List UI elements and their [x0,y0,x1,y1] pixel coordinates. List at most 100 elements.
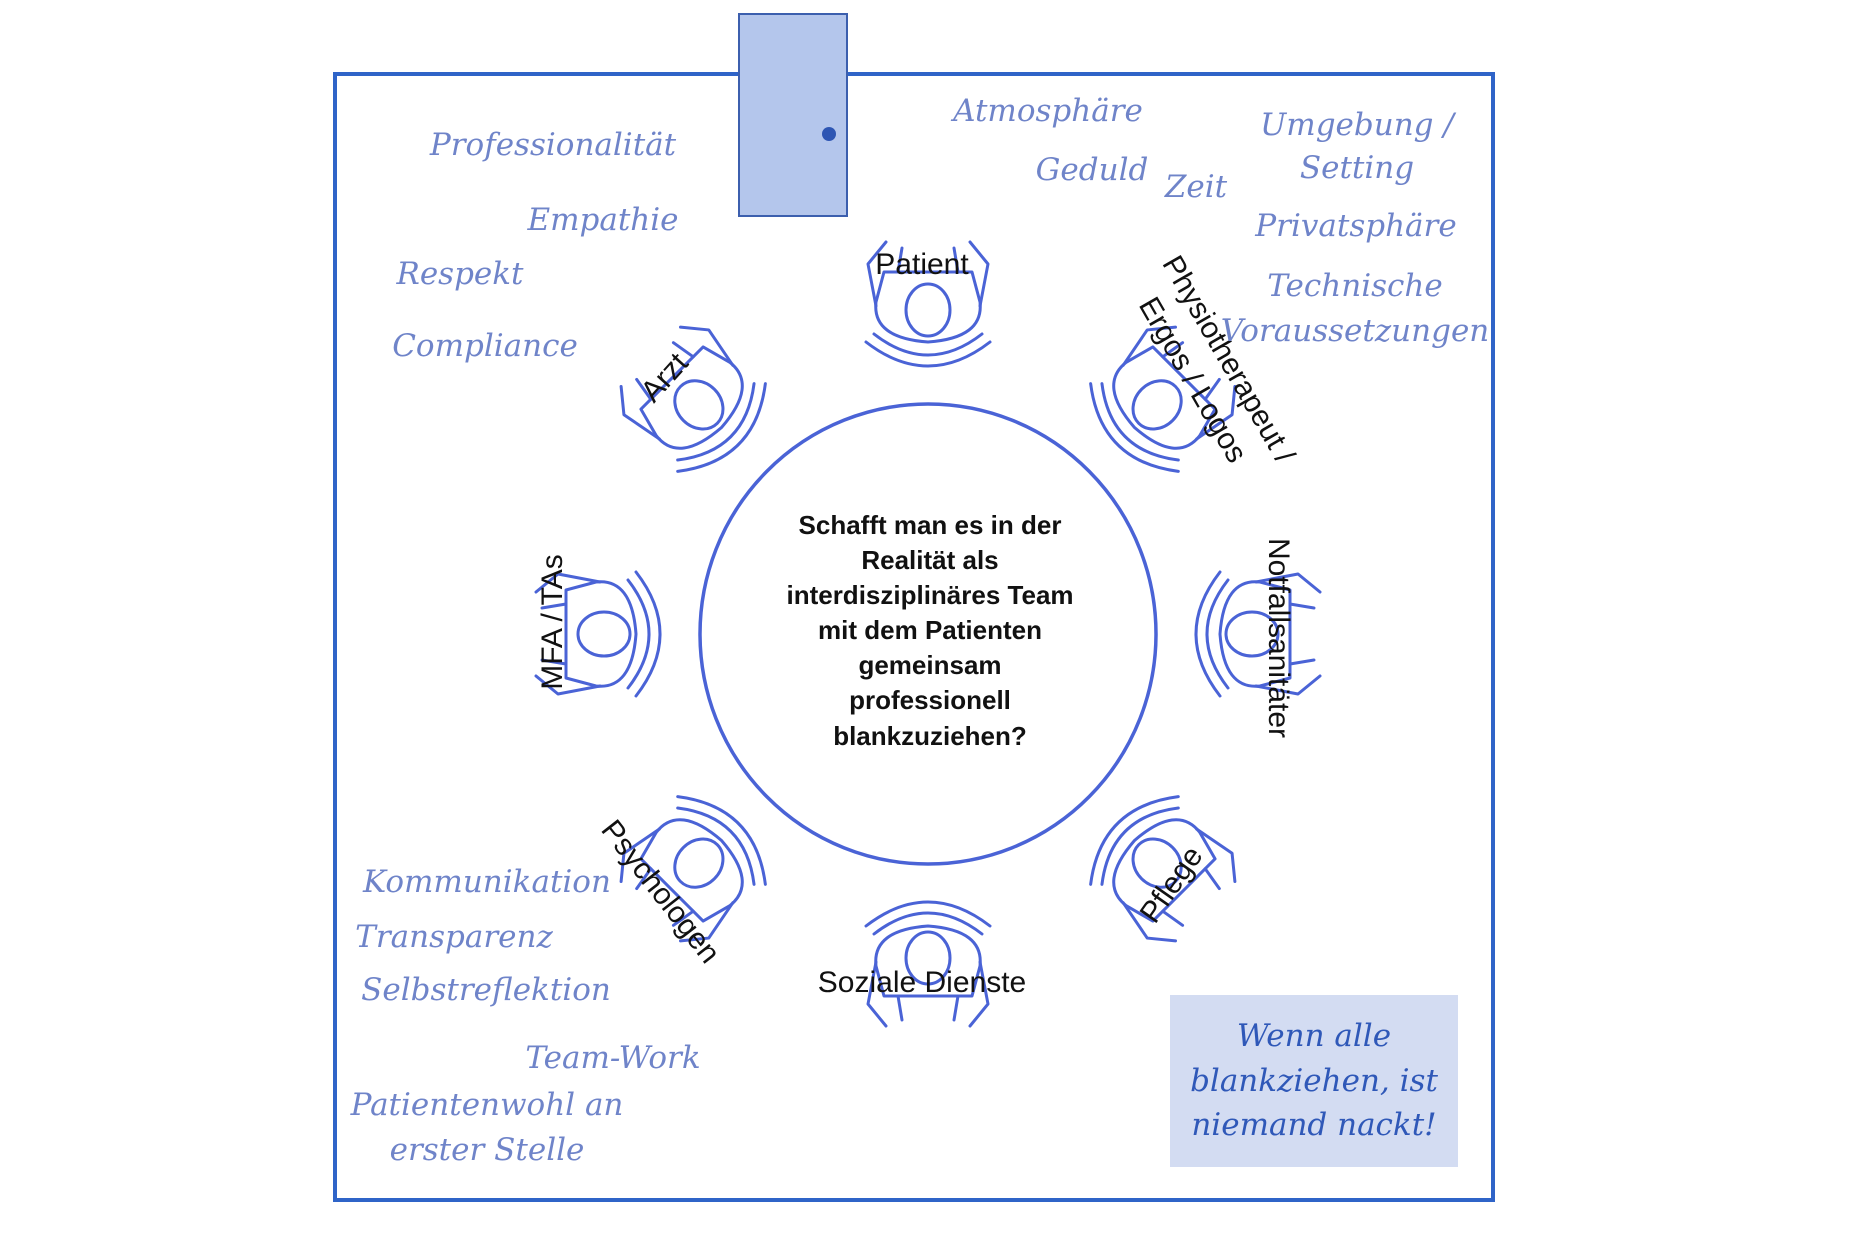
keyword-transparenz: Transparenz [355,919,553,955]
keyword-umgebung-setting: Umgebung / Setting [1260,104,1454,191]
question-line: blankzuziehen? [833,720,1027,751]
person-arm-left [866,960,888,1028]
room-frame [333,72,1495,1202]
keyword-line: Umgebung / [1260,107,1454,143]
keyword-selbstreflektion: Selbstreflektion [361,972,611,1008]
keyword-kommunikation: Kommunikation [363,864,611,900]
person-lap [896,246,960,274]
chair-back [864,900,992,928]
person-arm-right [534,674,602,696]
person-lap [635,341,695,401]
question-line: gemeinsam [858,650,1002,681]
chair-back [1194,570,1222,698]
person-arm-right [1254,572,1322,594]
person-psychologen [619,795,767,943]
chair-back-inner [872,911,984,936]
door-knob [822,127,836,141]
keyword-line: Technische [1267,268,1443,304]
person-head [673,379,725,431]
person-head [1224,610,1280,658]
person-arm-right [619,385,661,441]
quote-box: Wenn alle blankziehen, ist niemand nackt… [1170,995,1458,1167]
central-question: Schafft man es in der Realität als inter… [786,508,1073,754]
keyword-privatsphaere: Privatsphäre [1255,208,1457,244]
quote-line: blankziehen, ist [1190,1062,1438,1099]
person-lap [635,867,695,927]
person-soziale-dienste [864,900,992,1028]
keyword-line: Voraussetzungen [1220,312,1490,349]
person-arm-right [1121,325,1177,367]
person-arm-right [679,901,735,943]
keyword-technische-voraussetzungen: Technische Voraussetzungen [1221,264,1490,354]
keyword-zeit: Zeit [1164,169,1228,205]
keyword-line: Setting [1299,150,1415,187]
quote-line: Wenn alle [1236,1017,1392,1054]
chair-back-inner [626,578,651,690]
person-arm-right [968,960,990,1028]
chair-back-inner [1100,382,1180,462]
keyword-professionalitaet: Professionalität [429,127,677,163]
chair-back [1089,382,1180,473]
person-arm-left [619,827,661,883]
chair-back-inner [676,806,756,886]
person-arzt [619,325,767,473]
quote-line: niemand nackt! [1191,1107,1437,1144]
person-notfallsanitaeter [1194,570,1322,698]
person-arm-left [679,325,735,367]
chair-back-inner [1100,806,1180,886]
person-head [1131,379,1183,431]
question-line: Schafft man es in der [798,510,1062,540]
round-table [698,402,1158,866]
person-patient [864,240,992,368]
chair-back [1089,795,1180,886]
chair-back [676,795,767,886]
chair-back-inner [676,382,756,462]
keyword-atmosphaere: Atmosphäre [953,93,1143,129]
person-lap [1161,867,1221,927]
role-label-patient: Patient [875,248,969,281]
chair-back [864,340,992,368]
person-head [576,610,632,658]
chair-back [676,382,767,473]
person-arm-left [534,572,602,594]
person-arm-right [1195,827,1237,883]
person-arm-left [1254,674,1322,696]
person-mfa [534,570,662,698]
person-lap [1161,341,1221,401]
keyword-team-work: Team-Work [525,1040,701,1076]
keyword-patientenwohl: Patientenwohl an erster Stelle [351,1083,624,1173]
person-head [1131,837,1183,889]
question-line: mit dem Patienten [818,615,1042,646]
person-head [904,930,952,986]
person-arm-left [1121,901,1177,943]
person-lap [540,602,568,666]
person-lap [896,994,960,1022]
door [738,13,848,217]
keyword-line: erster Stelle [389,1131,585,1168]
keyword-empathie: Empathie [527,202,679,238]
person-head [904,282,952,338]
person-arm-right [866,240,888,308]
keyword-line: Patientenwohl an [350,1087,624,1123]
person-physiotherapeut [1089,325,1237,473]
person-arm-left [968,240,990,308]
role-label-notfallsanitaeter: Notfallsanitäter [1262,537,1295,739]
role-label-soziale-dienste: Soziale Dienste [817,966,1027,999]
role-label-mfa-tas: MFA / TAs [536,554,569,690]
quote-text: Wenn alle blankziehen, ist niemand nackt… [1190,1014,1438,1149]
question-line: professionell [849,685,1011,716]
keyword-compliance: Compliance [392,328,578,364]
person-lap [1288,602,1316,666]
question-line: interdisziplinäres Team [786,580,1074,611]
person-head [673,837,725,889]
keyword-respekt: Respekt [396,256,524,292]
question-line: Realität als [861,545,999,576]
person-arm-left [1195,385,1237,441]
keyword-geduld: Geduld [1035,152,1149,188]
person-pflege [1089,795,1237,943]
chair-back [634,570,662,698]
chair-back-inner [872,332,984,357]
chair-back-inner [1205,578,1230,690]
